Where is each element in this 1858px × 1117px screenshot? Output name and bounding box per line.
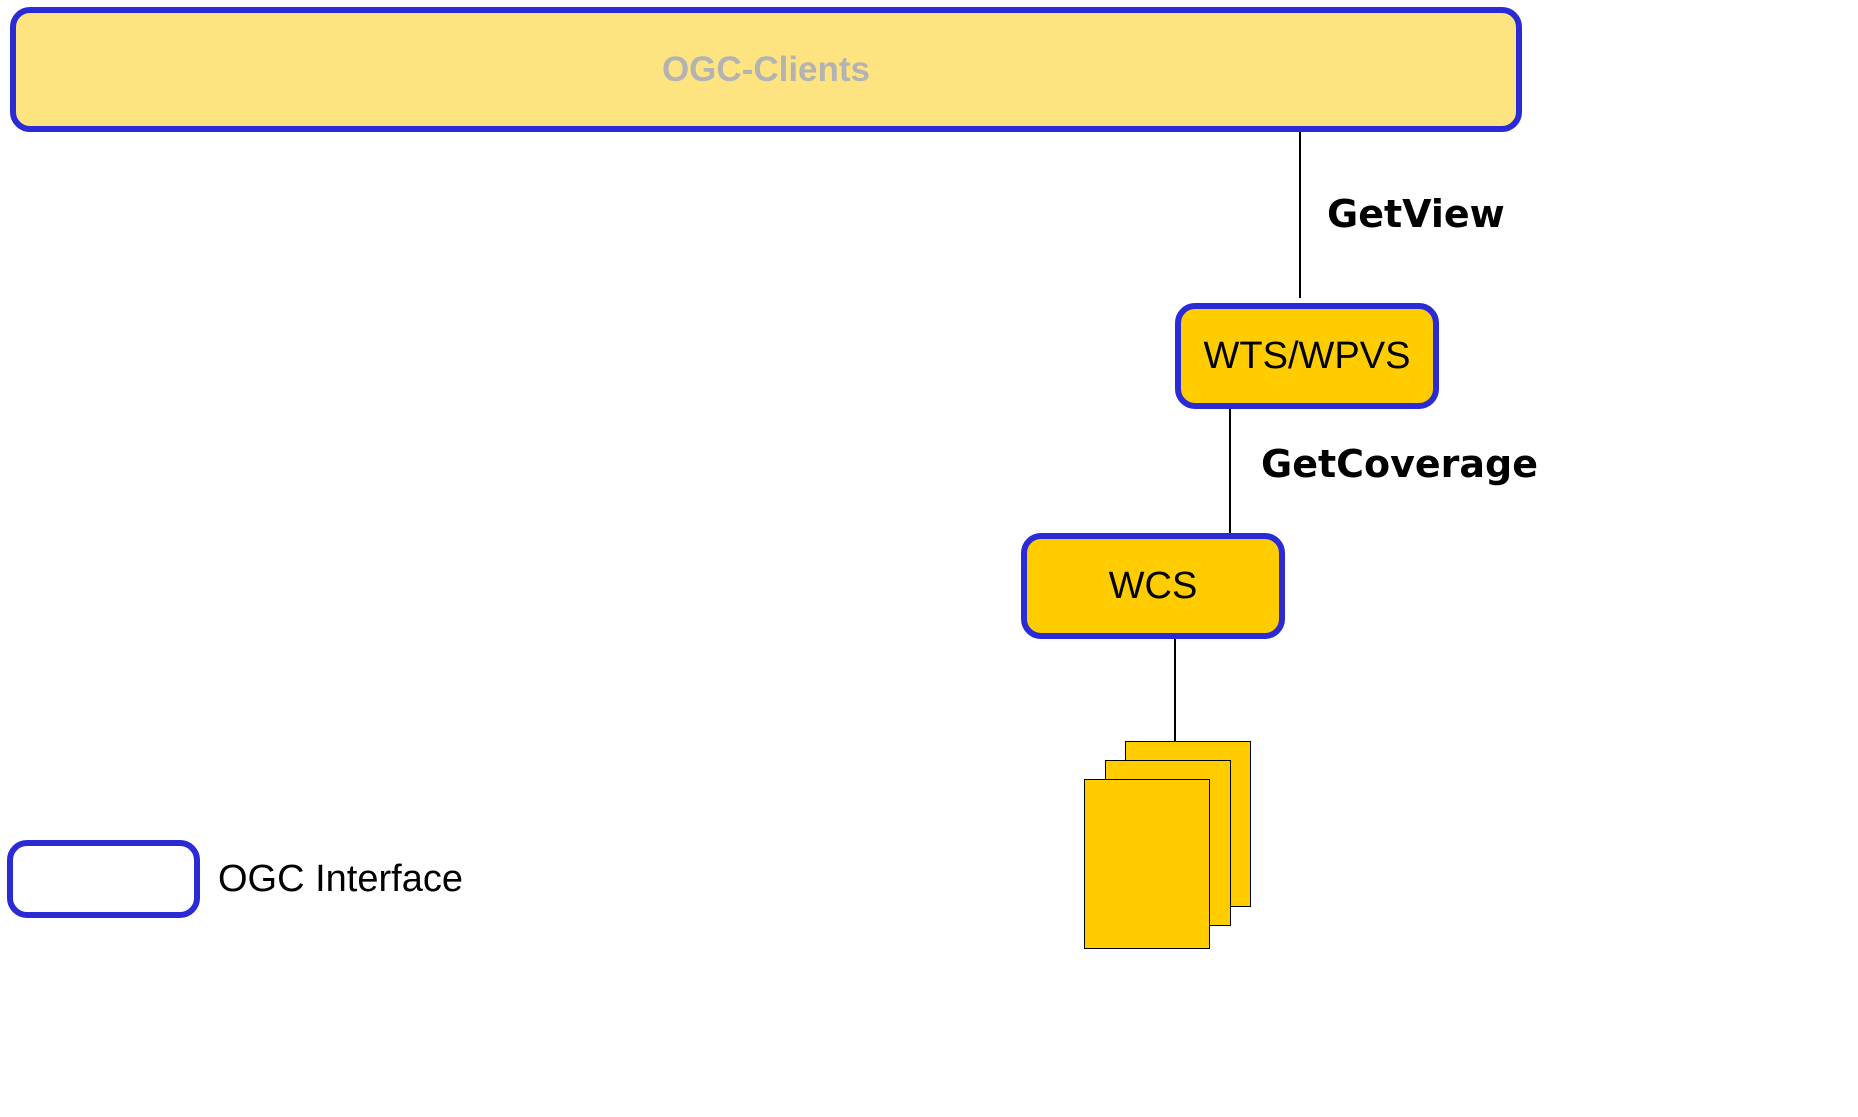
legend-ogc-interface-label: OGC Interface (218, 858, 463, 900)
connector-wcs-to-data (1174, 639, 1176, 762)
wts-wpvs-label: WTS/WPVS (1203, 334, 1411, 377)
wcs-box: WCS (1021, 533, 1285, 639)
ogc-clients-label: OGC-Clients (661, 49, 871, 89)
wcs-label: WCS (1108, 564, 1198, 607)
data-sheet-front (1084, 779, 1210, 949)
connector-wts-to-wcs (1229, 409, 1231, 533)
getcoverage-label: GetCoverage (1261, 442, 1539, 486)
getview-label: GetView (1327, 192, 1505, 236)
connector-clients-to-wts (1299, 132, 1301, 298)
ogc-clients-box: OGC-Clients (10, 7, 1522, 132)
legend-ogc-interface-swatch (7, 840, 200, 918)
wts-wpvs-box: WTS/WPVS (1175, 303, 1439, 409)
